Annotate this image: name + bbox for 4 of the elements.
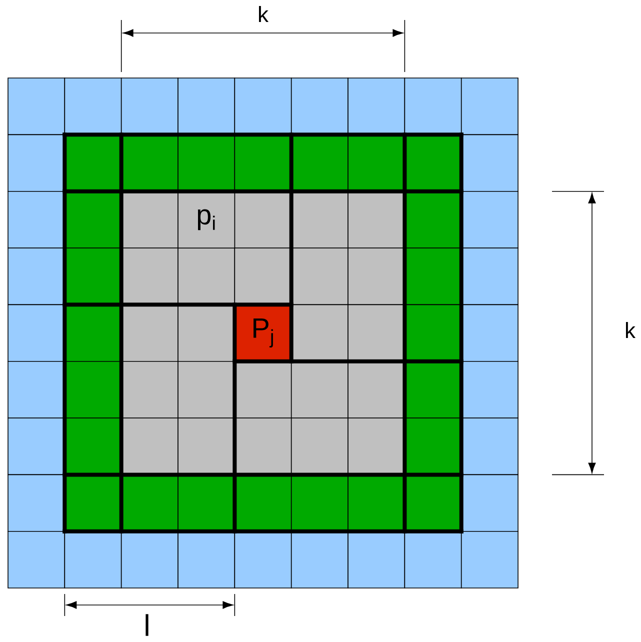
dimension-label: k [259,6,269,22]
grid-cell: p$_{i}$ [178,190,236,248]
dimension-label: l [146,614,148,636]
dimension-label: k [626,322,636,338]
